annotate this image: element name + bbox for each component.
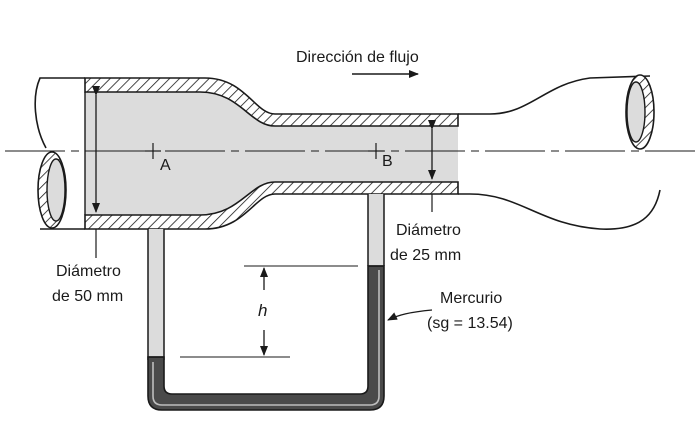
pipe-top-wall (84, 77, 459, 127)
pipe-right-outline-bottom (458, 189, 661, 230)
pipe-right-outline-top (458, 75, 651, 115)
flow-direction-label: Dirección de flujo (296, 49, 419, 66)
height-label: h (258, 301, 267, 320)
mercury-label-line1: Mercurio (440, 290, 502, 307)
mercury-column (147, 265, 385, 411)
small-diameter-label-line1: Diámetro (396, 222, 461, 239)
manometer-left-tube (148, 229, 164, 359)
mercury-label-line2: (sg = 13.54) (427, 315, 513, 332)
point-b-marker (368, 143, 384, 159)
small-diameter-label-line2: de 25 mm (390, 247, 461, 264)
pipe-left-cut-inner (46, 158, 66, 222)
mercury-highlight (152, 270, 380, 406)
pipe-left-outline-top (34, 77, 85, 149)
pipe-interior (85, 92, 458, 215)
large-diameter-label-line1: Diámetro (56, 263, 121, 280)
pipe-right-cut-inner (626, 81, 646, 143)
large-diameter-label-line2: de 50 mm (52, 288, 123, 305)
point-a-label: A (160, 157, 171, 174)
point-b-label: B (382, 153, 393, 170)
point-a-marker (145, 143, 161, 159)
mercury-leader (387, 309, 433, 321)
manometer-right-tube (368, 194, 384, 266)
